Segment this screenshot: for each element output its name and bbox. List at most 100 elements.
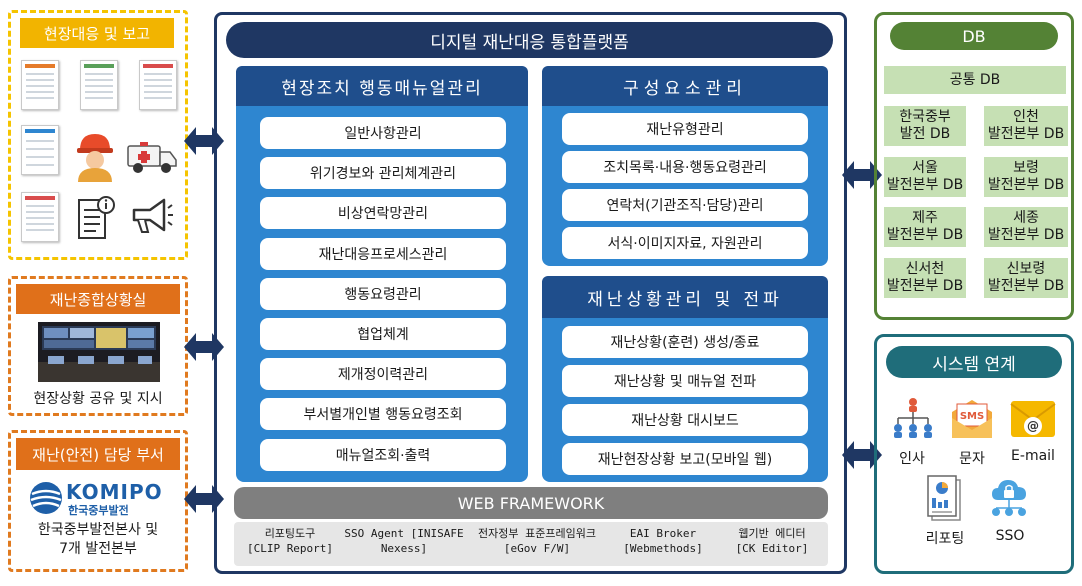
framework-tool-product: [CLIP Report]	[246, 542, 334, 555]
framework-tool-name: SSO Agent [INISAFE	[344, 527, 464, 540]
document-info-icon	[78, 196, 115, 239]
situation-panel-header: 재난상황관리 및 전파	[542, 276, 828, 318]
db-item-site: 세종	[1013, 210, 1039, 226]
framework-tool-product: [Webmethods]	[623, 542, 703, 555]
situation-room-label: 재난종합상황실	[16, 284, 180, 314]
system-link-label: 인사	[899, 451, 925, 467]
db-item-site: 신보령	[1006, 260, 1046, 277]
framework-tool-product: [eGov F/W]	[503, 542, 571, 555]
db-item-site: 신서천	[905, 260, 945, 277]
komipo-logo-text: KOMIPO	[66, 480, 163, 504]
framework-tool-name: 웹기반 에디터	[738, 527, 806, 540]
reporting-icon	[927, 475, 961, 521]
report-document-icon	[21, 192, 59, 242]
control-room-photo	[38, 322, 160, 382]
manual-item: 위기경보와 관리체계관리	[260, 157, 506, 190]
db-item-site: 보령	[1013, 159, 1039, 176]
db-item-site: 제주	[912, 210, 938, 226]
db-item-type: 발전본부 DB	[886, 176, 964, 193]
situation-item: 재난상황(훈련) 생성/종료	[562, 326, 808, 358]
web-framework-bar: WEB FRAMEWORK	[234, 487, 828, 519]
framework-tool-product: Nexess]	[380, 542, 428, 555]
platform-frame	[214, 12, 847, 574]
department-label: 재난(안전) 담당 부서	[16, 438, 180, 470]
field-report-label: 현장대응 및 보고	[20, 18, 174, 48]
manual-panel-header: 현장조치 행동매뉴얼관리	[236, 66, 528, 106]
manual-item: 일반사항관리	[260, 117, 506, 149]
report-document-icon	[21, 60, 59, 110]
department-caption-2: 7개 발전본부	[59, 541, 137, 557]
db-item-type: 발전본부 DB	[886, 277, 964, 294]
db-item-type: 발전본부 DB	[987, 126, 1065, 142]
component-item: 연락처(기관조직·담당)관리	[562, 189, 808, 221]
manual-item: 재난대응프로세스관리	[260, 237, 506, 270]
system-link-label: SSO	[995, 528, 1025, 544]
manual-item: 비상연락망관리	[260, 197, 506, 230]
framework-tool: SSO Agent [INISAFE Nexess]	[342, 526, 466, 556]
situation-item: 재난현장상황 보고(모바일 웹)	[562, 443, 808, 475]
system-link-label: 문자	[959, 451, 985, 467]
sms-badge-text: SMS	[960, 411, 984, 422]
db-item-type: 발전본부 DB	[987, 277, 1065, 294]
framework-tool-name: 전자정부 표준프레임워크	[478, 527, 596, 540]
system-link-panel	[874, 334, 1074, 574]
system-link-label: E-mail	[1011, 448, 1055, 464]
framework-tool-name: 리포팅도구	[264, 527, 316, 540]
db-panel	[874, 12, 1074, 320]
komipo-logo-subtext: 한국중부발전	[68, 504, 129, 517]
platform-title: 디지털 재난대응 통합플랫폼	[226, 22, 833, 58]
component-item: 재난유형관리	[562, 113, 808, 145]
common-db: 공통 DB	[884, 66, 1066, 94]
situation-item: 재난상황 대시보드	[562, 404, 808, 436]
framework-tool-name: EAI Broker	[629, 527, 697, 540]
sms-icon: SMS	[952, 400, 992, 438]
firefighter-icon	[77, 134, 113, 182]
system-link-label: 리포팅	[925, 531, 965, 547]
komipo-logo-icon	[30, 482, 62, 514]
manual-item: 제개정이력관리	[260, 358, 506, 391]
report-document-icon	[80, 60, 118, 110]
framework-tool: 웹기반 에디터 [CK Editor]	[720, 526, 824, 556]
components-panel-header: 구성요소관리	[542, 66, 828, 106]
mobile-report-icon	[21, 125, 59, 175]
megaphone-icon	[132, 198, 173, 233]
situation-item: 재난상황 및 매뉴얼 전파	[562, 365, 808, 397]
situation-room-caption: 현장상황 공유 및 지시	[33, 391, 163, 407]
manual-item: 부서별개인별 행동요령조회	[260, 398, 506, 431]
manual-item: 협업체계	[260, 318, 506, 350]
email-icon: @	[1010, 401, 1056, 437]
bidirectional-arrow-icon	[842, 441, 882, 469]
framework-tool: 전자정부 표준프레임워크 [eGov F/W]	[470, 526, 604, 556]
sso-cloud-lock-icon	[992, 480, 1026, 516]
field-report-panel	[8, 10, 188, 260]
db-item-type: 발전본부 DB	[987, 227, 1065, 243]
svg-text:@: @	[1027, 419, 1039, 433]
framework-tools-area	[234, 522, 828, 566]
bidirectional-arrow-icon	[842, 161, 882, 189]
manual-item: 매뉴얼조회·출력	[260, 438, 506, 471]
db-item-type: 발전본부 DB	[987, 176, 1065, 193]
framework-tool: EAI Broker [Webmethods]	[606, 526, 720, 556]
framework-tool-product: [CK Editor]	[735, 542, 809, 555]
org-chart-icon	[894, 398, 932, 438]
component-item: 조치목록·내용·행동요령관리	[562, 151, 808, 183]
db-item-type: 발전 DB	[899, 126, 951, 142]
db-header: DB	[890, 22, 1058, 50]
db-item-site: 인천	[1013, 109, 1039, 125]
ambulance-icon	[127, 142, 177, 173]
db-item-site: 서울	[912, 159, 938, 176]
department-caption-1: 한국중부발전본사 및	[37, 522, 159, 538]
system-link-header: 시스템 연계	[886, 346, 1062, 378]
component-item: 서식·이미지자료, 자원관리	[562, 227, 808, 259]
db-item-site: 한국중부	[899, 109, 951, 125]
framework-tool: 리포팅도구 [CLIP Report]	[240, 526, 340, 556]
manual-item: 행동요령관리	[260, 277, 506, 310]
